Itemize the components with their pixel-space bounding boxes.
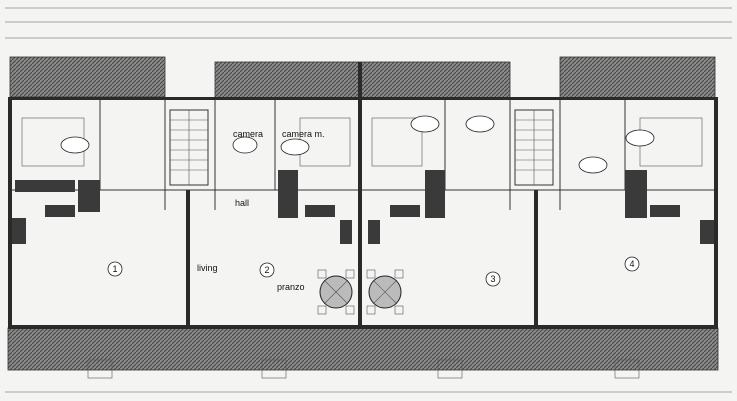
- top-dimension-lines: [5, 7, 732, 39]
- area-ellipses: [60, 115, 655, 174]
- label-hall: hall: [235, 198, 249, 208]
- stairwell-left: [169, 109, 209, 186]
- unit-markers: 1 2 3 4: [107, 256, 640, 287]
- unit-number-4: 4: [629, 259, 634, 269]
- label-camera: camera: [233, 129, 263, 139]
- service-cores: [12, 170, 714, 244]
- room-partitions: [12, 100, 714, 210]
- unit-number-1: 1: [112, 264, 117, 274]
- label-camera-m: camera m.: [282, 129, 325, 139]
- unit-number-2: 2: [264, 265, 269, 275]
- stairwell-right: [514, 109, 554, 186]
- lower-terrace-band: [7, 327, 719, 371]
- dining-table-right: [366, 269, 404, 315]
- dining-table-left: [317, 269, 355, 315]
- outer-walls: [8, 62, 718, 329]
- label-pranzo: pranzo: [277, 282, 305, 292]
- upper-terrace-bands: [9, 56, 716, 100]
- unit-number-3: 3: [490, 274, 495, 284]
- label-living: living: [197, 263, 218, 273]
- planters: [87, 359, 640, 379]
